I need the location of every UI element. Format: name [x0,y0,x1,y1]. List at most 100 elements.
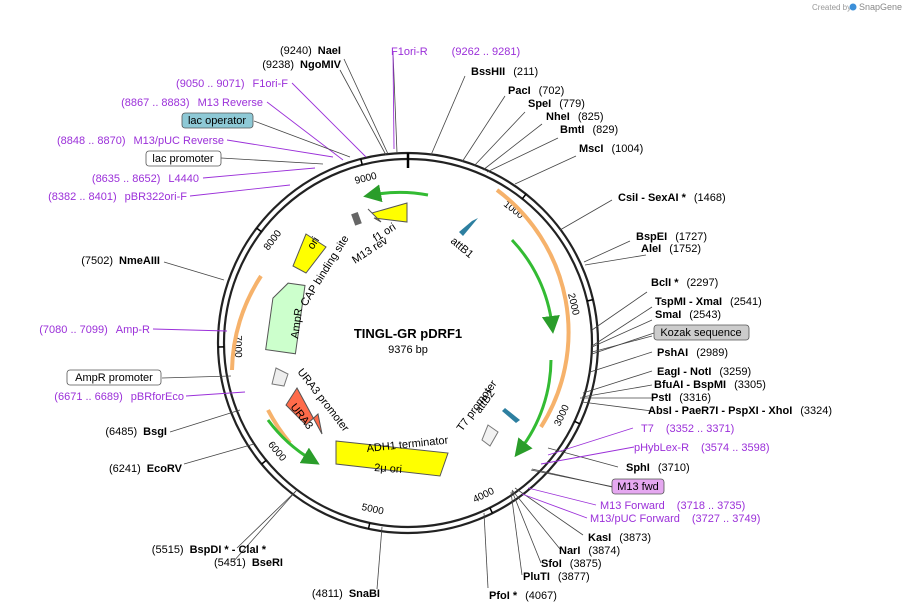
site-label-right: SmaI(2543) [655,309,721,321]
primer-position: (8382 .. 8401) [48,191,117,203]
site-label-left: (9240)NaeI [280,45,341,57]
primer-label-left: (9050 .. 9071)F1ori-F [176,78,288,90]
site-position: (1727) [675,231,707,243]
site-name: BspDI * - ClaI * [190,544,267,556]
site-position: (9238) [262,59,294,71]
primer-name: M13/pUC Forward [590,513,680,525]
site-name: NheI [546,111,570,123]
primer-label-left: (8867 .. 8883)M13 Reverse [121,97,263,109]
primer-label-right: pHybLex-R (3574 .. 3598) [634,442,770,454]
site-position: (7502) [81,255,113,267]
site-position: (3305) [734,379,766,391]
site-position: (3874) [588,545,620,557]
green-arrow-top [363,184,429,203]
site-label-left: (5451)BseRI [214,557,283,569]
primer-name: M13 Forward [600,500,665,512]
green-arrow-left-low [266,419,320,465]
f1-ori-arrow [367,202,408,223]
site-name: EcoRV [147,463,183,475]
site-label-left: (5515)BspDI * - ClaI * [152,544,267,556]
primer-name: pHybLex-R [634,442,689,454]
site-label-right: BssHII(211) [471,66,538,78]
site-label-right: AbsI - PaeR7I - PspXI - XhoI(3324) [648,405,832,417]
site-position: (1752) [669,243,701,255]
primer-leader-lines [152,51,635,519]
primer-name: pBRforEco [131,391,184,403]
attb1-marker [459,218,478,236]
site-label-right: BclI *(2297) [651,277,718,289]
site-label-right: PshAI(2989) [657,347,728,359]
t7-promoter-arrow [481,424,499,447]
site-label-right: BfuAI - BspMI(3305) [654,379,766,391]
site-label-right: BspEI(1727) [636,231,707,243]
site-position: (3873) [619,532,651,544]
site-name: MscI [579,143,603,155]
attb2-marker [502,408,520,423]
box-ampr-promoter: AmpR promoter [66,369,162,386]
site-position: (779) [559,98,585,110]
tick-label: 7000 [232,335,243,358]
primer-position: (6671 .. 6689) [54,391,123,403]
tick-label: 4000 [471,486,496,506]
box-lac-operator: lac operator [181,112,254,129]
credit-prefix: Created by [812,3,851,12]
site-position: (2297) [687,277,719,289]
site-position: (2989) [696,347,728,359]
primer-position: (7080 .. 7099) [39,324,108,336]
primer-position: (3574 .. 3598) [701,442,770,454]
site-position: (3710) [658,462,690,474]
primer-name: pBR322ori-F [125,191,188,203]
primer-label-left: (6671 .. 6689) pBRforEco [54,391,184,403]
site-position: (702) [539,85,565,97]
feature-attb1-label: attB1 [448,235,475,261]
tick-label: 3000 [553,403,573,428]
site-name: NaeI [318,45,341,57]
ori-arrow [292,233,327,274]
site-name: PacI [508,85,531,97]
site-name: AleI [641,243,661,255]
site-name: SnaBI [349,588,380,600]
primer-position: (9262 .. 9281) [452,46,521,58]
site-name: PluTI [523,571,550,583]
right-labels: BssHII(211) PacI (702)SpeI (779)NheI (825)Bm… [471,66,832,602]
site-position: (1004) [611,143,643,155]
site-position: (3324) [800,405,832,417]
site-name: BseRI [252,557,283,569]
credit-brand: SnapGene [859,2,902,12]
site-name: SfoI [541,558,562,570]
ampr-arrow [265,282,306,355]
primer-name: F1ori-R [391,46,428,58]
site-position: (825) [578,111,604,123]
primer-name: L4440 [168,173,199,185]
site-label-left: (4811)SnaBI [312,588,380,600]
site-name: CsiI - SexAI * [618,192,687,204]
site-label-left: (6485)BsgI [105,426,167,438]
site-name: BssHII [471,66,505,78]
site-name: NmeAIII [119,255,160,267]
primer-label-right: M13 Forward(3718 .. 3735) [600,500,745,512]
feature-ampr-label: AmpR [289,307,305,339]
site-name: SphI [626,462,650,474]
box-m13-fwd: M13 fwd [611,478,665,495]
site-name: SpeI [528,98,551,110]
site-label-right: TspMI - XmaI(2541) [655,296,762,308]
site-name: NgoMIV [300,59,342,71]
box-lac-operator-label: lac operator [188,115,246,127]
site-label-right: MscI (1004) [579,143,643,155]
site-label-right: SpeI (779) [528,98,585,110]
site-label-right: SphI (3710) [626,462,690,474]
primer-position: (8635 .. 8652) [92,173,161,185]
site-label-right: KasI(3873) [588,532,651,544]
primer-label-right: T7(3352 .. 3371) [641,423,734,435]
site-label-right: NheI (825) [546,111,604,123]
site-name: BmtI [560,124,584,136]
site-position: (6241) [109,463,141,475]
site-label-left: (9238) NgoMIV [262,59,341,71]
m13-rev-marker [351,211,362,226]
ampr-promoter-arrow [271,367,289,387]
left-labels: (9240)NaeI (9238) NgoMIV (7502) NmeAIII (6485… [39,45,520,600]
site-position: (1468) [694,192,726,204]
primer-position: (8848 .. 8870) [57,135,126,147]
box-kozak-label: Kozak sequence [660,327,741,339]
